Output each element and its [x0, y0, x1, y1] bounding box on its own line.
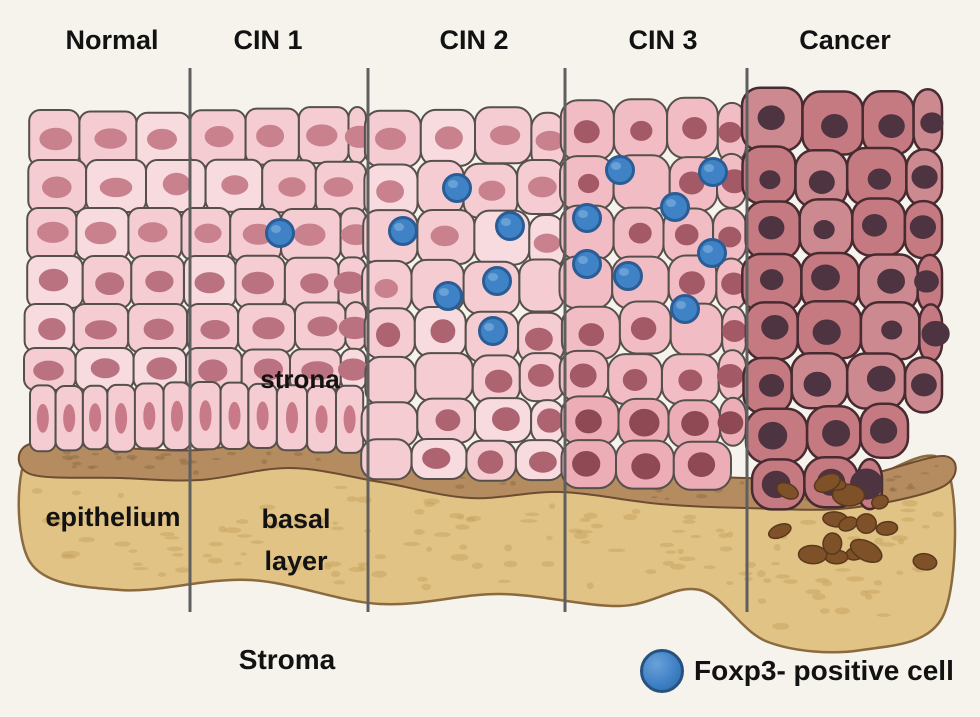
stage-label-cin2: CIN 2	[439, 25, 509, 55]
basal-layer-annotation-line1: basal	[261, 504, 331, 534]
stage-label-normal: Normal	[65, 25, 159, 55]
stage-label-cancer: Cancer	[799, 25, 891, 55]
stroma-annotation: Stroma	[238, 644, 336, 675]
epithelium-normal-cin1-cells	[23, 106, 375, 454]
stage-label-cin3: CIN 3	[628, 25, 698, 55]
foxp3-cell-icon	[640, 649, 684, 693]
invading-cells-in-stroma	[767, 472, 938, 571]
strona-annotation: strona	[260, 364, 340, 394]
legend: Foxp3- positive cell	[640, 649, 954, 693]
foxp3-positive-cells	[265, 155, 728, 346]
stage-divider-lines	[188, 68, 749, 612]
epithelium-cancer-cells	[740, 86, 950, 511]
epithelium-cin2-cells	[360, 106, 566, 482]
basal-layer-annotation-line2: layer	[264, 546, 328, 576]
epithelium-annotation: epithelium	[45, 502, 181, 532]
legend-label: Foxp3- positive cell	[694, 655, 954, 686]
stage-label-cin1: CIN 1	[233, 25, 303, 55]
epithelium-cin3-cells	[558, 96, 748, 491]
